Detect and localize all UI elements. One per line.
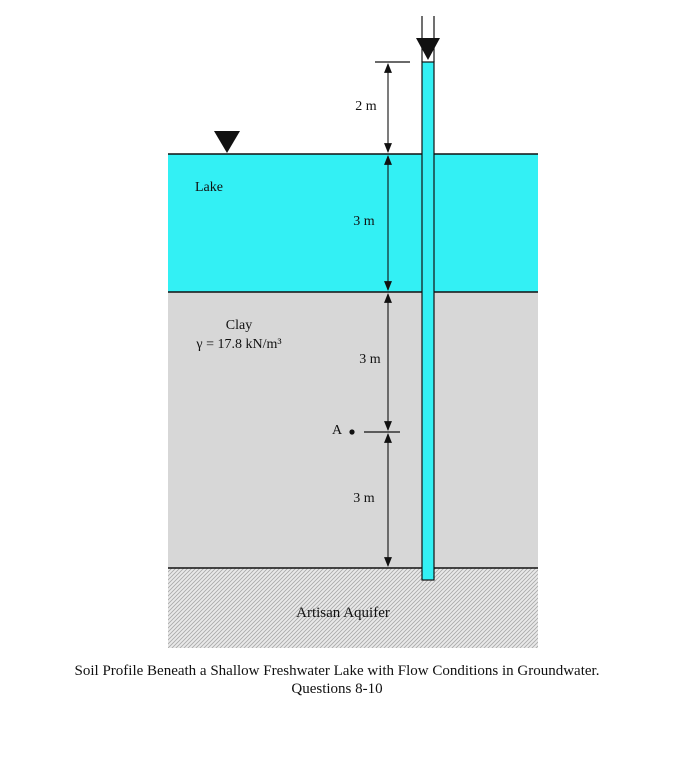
point-a-label: A bbox=[332, 423, 343, 438]
standpipe bbox=[421, 61, 435, 581]
standpipe-water-level-icon bbox=[416, 38, 440, 60]
dim-label-lake-depth: 3 m bbox=[353, 214, 375, 229]
caption-line-1: Soil Profile Beneath a Shallow Freshwate… bbox=[74, 663, 600, 679]
point-a-marker bbox=[349, 429, 355, 435]
lake-label: Lake bbox=[195, 180, 223, 195]
figure-caption: Soil Profile Beneath a Shallow Freshwate… bbox=[0, 662, 674, 698]
dim-label-2m: 2 m bbox=[355, 99, 377, 114]
lake-water-level-icon bbox=[214, 131, 240, 153]
aquifer-label: Artisan Aquifer bbox=[296, 605, 390, 621]
lake-water bbox=[168, 154, 538, 292]
clay-label: Clay bbox=[226, 318, 252, 333]
dim-label-clay-upper: 3 m bbox=[359, 352, 381, 367]
dim-label-clay-lower: 3 m bbox=[353, 491, 375, 506]
clay-unit-weight-label: γ = 17.8 kN/m³ bbox=[195, 337, 281, 352]
caption-line-2: Questions 8-10 bbox=[291, 681, 383, 697]
aquifer-layer bbox=[168, 568, 538, 648]
